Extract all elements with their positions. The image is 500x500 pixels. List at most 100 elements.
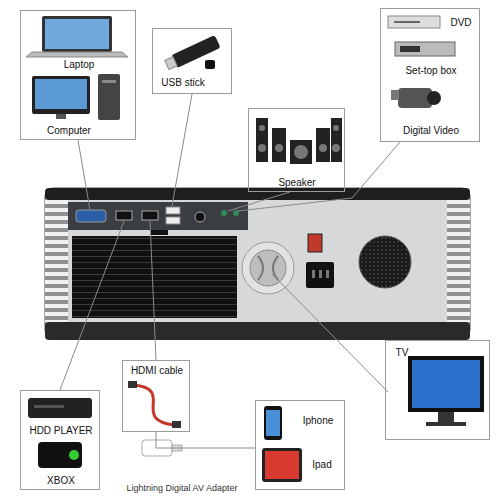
computer-icon — [32, 74, 120, 120]
projector-body — [45, 322, 470, 340]
speaker-icon — [316, 128, 330, 162]
set-top-box-icon — [395, 42, 455, 56]
speaker-icon — [259, 125, 265, 131]
speaker-grille — [359, 236, 411, 288]
port-panel — [76, 210, 106, 222]
speaker-icon — [333, 125, 339, 131]
power-switch — [306, 262, 334, 288]
iphone-icon — [266, 410, 280, 436]
leader-line — [150, 221, 156, 360]
device-label: Laptop — [64, 59, 95, 71]
set-top-box-icon — [395, 42, 455, 56]
device-label: Set-top box — [405, 65, 456, 77]
device-box: HDD PLAYER XBOX — [20, 390, 100, 490]
computer-icon — [98, 74, 120, 120]
laptop-icon — [42, 16, 112, 52]
power-switch — [319, 270, 322, 278]
hdmi-cable-icon — [135, 385, 175, 425]
speaker-grille — [359, 236, 411, 288]
tv-icon — [426, 422, 466, 426]
tv-icon — [438, 412, 454, 422]
speaker-icon — [294, 145, 308, 159]
dvd-player-icon — [388, 16, 440, 28]
hdd-player-icon — [28, 398, 92, 418]
power-switch — [312, 270, 315, 278]
port-panel — [68, 202, 248, 230]
iphone-icon — [264, 406, 282, 440]
device-label: TV — [396, 347, 409, 359]
hdd-player-icon — [28, 398, 92, 418]
device-box: Speaker — [248, 108, 345, 192]
speaker-icon — [290, 140, 312, 164]
speaker-icon — [275, 144, 283, 152]
device-label: XBOX — [47, 475, 75, 487]
device-label: Computer — [47, 125, 91, 137]
device-box: HDMI cable — [122, 360, 190, 432]
camcorder-icon — [391, 88, 441, 108]
vent-grill — [72, 236, 237, 318]
port-panel — [142, 211, 158, 220]
device-box: USB stick — [152, 28, 232, 94]
hdmi-cable-icon — [172, 421, 181, 428]
usb-stick-icon — [205, 60, 215, 69]
computer-icon — [56, 114, 66, 119]
camcorder-icon — [391, 90, 399, 100]
camcorder-icon — [398, 88, 432, 108]
speaker-icon — [256, 118, 342, 164]
laptop-icon — [26, 52, 128, 57]
computer-icon — [102, 80, 116, 83]
port-panel — [221, 210, 227, 216]
port-panel — [116, 211, 132, 220]
speaker-icon — [272, 128, 286, 162]
usb-stick-icon — [164, 35, 221, 71]
xbox-icon — [38, 442, 82, 468]
projector-body — [68, 200, 448, 322]
set-top-box-icon — [400, 46, 420, 52]
laptop-icon — [45, 19, 109, 49]
hdd-player-icon — [34, 405, 64, 408]
laptop-icon — [26, 16, 128, 57]
speaker-icon — [332, 144, 340, 152]
device-label: USB stick — [161, 77, 204, 89]
leader-line — [172, 94, 192, 206]
leader-line — [60, 94, 400, 392]
speaker-icon — [319, 144, 327, 152]
port-panel — [195, 212, 205, 222]
power-switch — [308, 234, 322, 252]
hdmi-cable-icon — [128, 381, 181, 428]
projector-body — [45, 188, 470, 340]
usb-stick-icon — [164, 35, 221, 71]
ipad-icon — [262, 448, 302, 482]
focus-knob — [242, 242, 294, 294]
speaker-icon — [331, 118, 342, 162]
usb-stick-icon — [165, 57, 177, 70]
device-label: HDD PLAYER — [29, 425, 92, 437]
vent-grill — [72, 236, 237, 318]
camcorder-icon — [427, 91, 441, 105]
projector-body — [447, 200, 470, 322]
device-box: LaptopComputer — [20, 10, 136, 140]
device-label: Iphone — [303, 415, 334, 427]
device-label: Ipad — [312, 459, 331, 471]
tv-icon — [408, 356, 484, 426]
dvd-player-icon — [388, 16, 440, 28]
tv-icon — [412, 360, 480, 408]
focus-knob — [250, 250, 286, 286]
xbox-icon — [38, 442, 82, 468]
leader-line — [60, 221, 124, 390]
cable-connector — [156, 432, 255, 448]
ipad-icon — [262, 448, 302, 482]
device-box: DVDSet-top boxDigital Video — [380, 8, 480, 142]
device-label: Speaker — [278, 177, 315, 189]
computer-icon — [35, 79, 87, 109]
port-panel — [150, 230, 168, 235]
port-panel — [166, 217, 180, 224]
adapter-caption: Lightning Digital AV Adapter — [127, 483, 238, 494]
device-label: DVD — [450, 17, 471, 29]
xbox-icon — [69, 450, 79, 460]
device-box: IphoneIpad — [255, 400, 345, 490]
computer-icon — [32, 76, 90, 114]
port-panel — [68, 202, 248, 235]
